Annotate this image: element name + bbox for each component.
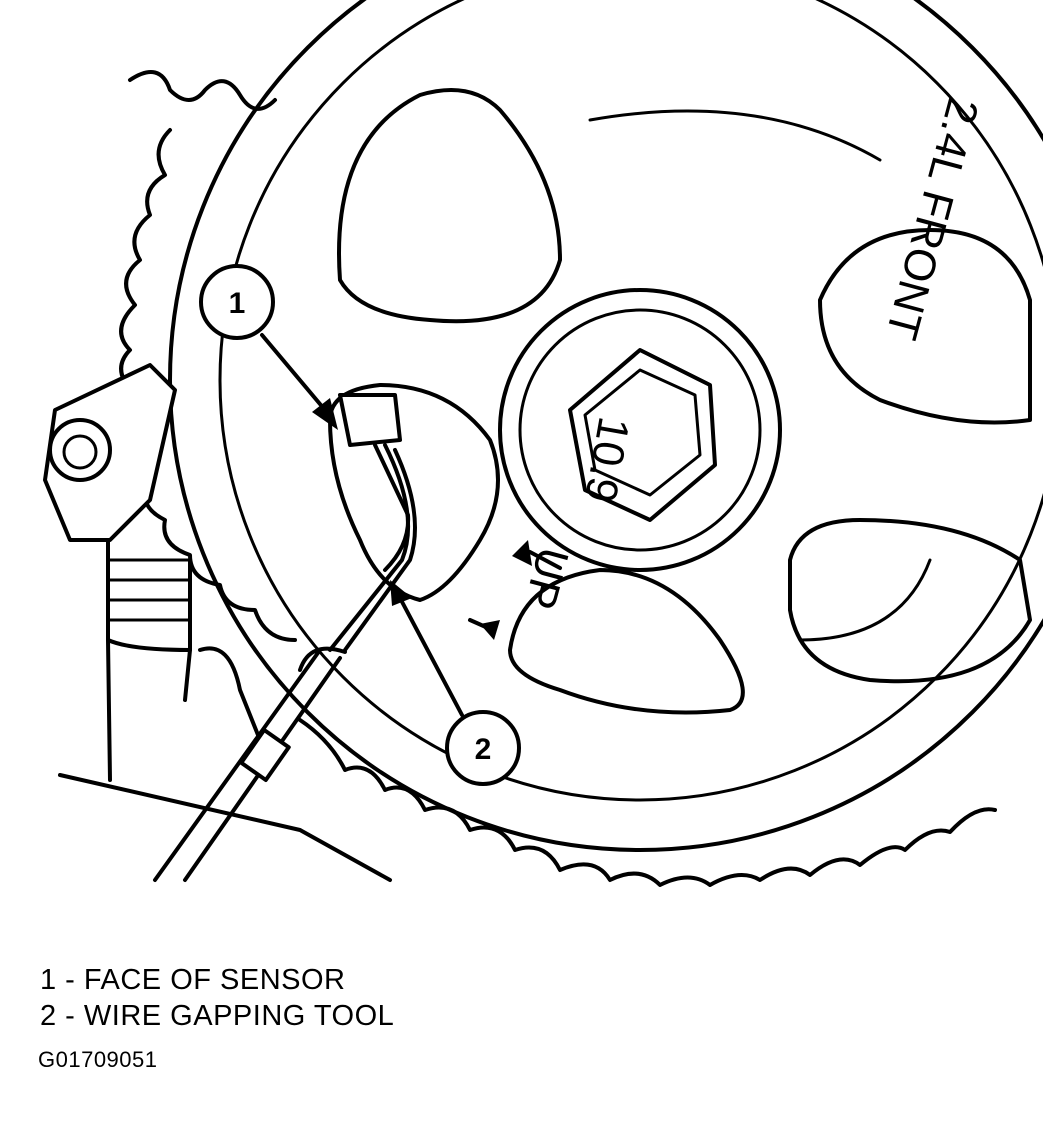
up-arrow-1-head — [512, 540, 532, 566]
sprocket-hub-inner — [518, 308, 762, 552]
callout-2-leader — [398, 596, 464, 717]
figure-id: G01709051 — [38, 1047, 158, 1072]
gear-front-label: 2.4L FRONT — [876, 92, 987, 344]
tensioner-body — [106, 538, 192, 652]
engine-block-lines — [58, 646, 392, 882]
crank-sensor-body — [338, 393, 402, 447]
sensor-gap-illustration: 10.9 2.4L FRONT UP 1 2 — [43, 0, 1043, 887]
spoke-window-right — [818, 228, 1032, 425]
tensioner-bolt-hole-inner — [62, 434, 98, 470]
callout-2: 2 — [390, 580, 521, 786]
camshaft-sprocket — [168, 0, 1043, 852]
tensioner-bolt-hole — [48, 418, 112, 482]
spoke-window-left — [328, 383, 500, 602]
callout-2-number: 2 — [475, 733, 492, 766]
legend-item-2: 2 - WIRE GAPPING TOOL — [40, 1000, 395, 1032]
legend-item-1: 1 - FACE OF SENSOR — [40, 964, 346, 996]
spoke-window-top — [337, 88, 562, 324]
housing-edge — [128, 70, 277, 111]
rear-pulley-arc-2 — [798, 558, 932, 642]
callout-1-number: 1 — [229, 287, 246, 320]
callout-1-arrowhead — [312, 398, 338, 430]
up-arrow-1 — [528, 550, 562, 570]
sprocket-hub-outer — [498, 288, 782, 572]
hex-bolt-face — [583, 368, 702, 497]
legend: 1 - FACE OF SENSOR 2 - WIRE GAPPING TOOL — [40, 962, 394, 1034]
sprocket-inner-rim — [218, 0, 1043, 802]
wire-gapping-tool-band — [239, 728, 291, 782]
hex-bolt — [568, 348, 717, 522]
callout-2-arrowhead — [390, 580, 412, 606]
wire-gapping-tool — [328, 443, 417, 652]
callout-1: 1 — [199, 264, 338, 430]
spoke-window-bottom — [508, 568, 745, 715]
rear-pulley-arc — [588, 109, 882, 162]
tensioner-body-ridges — [108, 558, 190, 622]
sprocket-teeth-bottom — [298, 718, 997, 887]
spoke-window-lower-right — [788, 518, 1032, 684]
callout-1-leader — [260, 333, 327, 412]
up-arrow-2-head — [480, 620, 500, 640]
tensioner-rod — [106, 638, 192, 782]
